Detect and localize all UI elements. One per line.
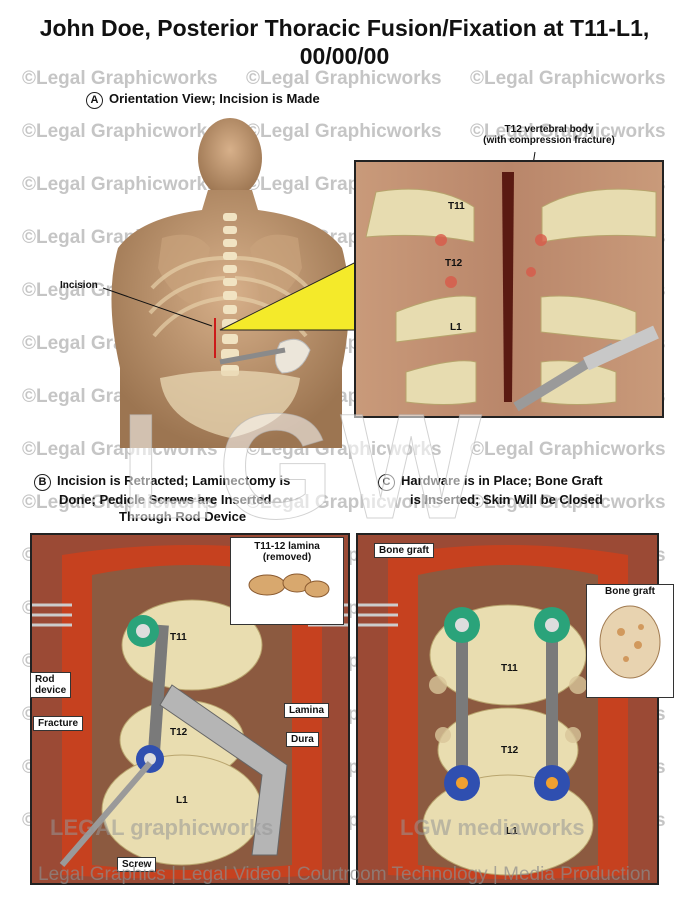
panel-b-l1: L1 — [176, 795, 188, 806]
t12-callout-line2: (with compression fracture) — [483, 135, 615, 146]
watermark-text: ©Legal Graphicworks — [470, 121, 666, 142]
panel-b-drawing — [32, 535, 348, 883]
section-b-line3: Through Rod Device — [119, 509, 247, 524]
section-c-line1: Hardware is in Place; Bone Graft — [401, 473, 603, 488]
t12-callout: T12 vertebral body (with compression fra… — [475, 124, 623, 146]
watermark-text: ©Legal Graphicworks — [22, 121, 218, 142]
section-a-heading: A Orientation View; Incision is Made — [86, 90, 320, 109]
panel-c-l1: L1 — [506, 826, 518, 837]
t12-callout-line1: T12 vertebral body — [504, 124, 594, 135]
page-title-line1: John Doe, Posterior Thoracic Fusion/Fixa… — [39, 15, 650, 41]
inset-spine-closeup — [354, 160, 664, 418]
inset-t12-label: T12 — [445, 258, 463, 269]
rod-device-line2: device — [35, 685, 67, 696]
watermark-text: ©Legal Graphicworks — [22, 492, 218, 513]
footer-watermark-right: LGW mediaworks — [400, 815, 585, 840]
fracture-label: Fracture — [33, 716, 84, 731]
bone-graft-inset-label: Bone graft — [605, 586, 655, 597]
section-c-line2: is Inserted; Skin Will be Closed — [410, 492, 603, 507]
lgw-watermark: LGW — [120, 382, 488, 551]
lamina-label: Lamina — [284, 703, 330, 718]
panel-b-surgery — [30, 533, 350, 885]
lamina-removed-line2: (removed) — [262, 552, 312, 563]
panel-b-t11: T11 — [170, 632, 187, 643]
bone-graft-label: Bone graft — [374, 543, 434, 558]
panel-b-t12: T12 — [170, 727, 188, 738]
section-a-title: Orientation View; Incision is Made — [109, 91, 320, 106]
panel-c-hardware — [356, 533, 659, 885]
rod-device-line1: Rod — [35, 674, 55, 685]
footer-watermark-left: LEGAL graphicworks — [50, 815, 274, 840]
watermark-text: ©Legal Graphicworks — [470, 492, 666, 513]
lamina-removed-inset: T11-12 lamina (removed) — [230, 537, 344, 625]
lamina-removed-line1: T11-12 lamina — [254, 541, 320, 552]
panel-c-t11: T11 — [501, 663, 518, 674]
inset-spine-drawing — [356, 162, 662, 416]
section-b-letter: B — [34, 474, 51, 491]
section-c-heading: C Hardware is in Place; Bone Graft is Ins… — [378, 472, 678, 508]
watermark-text: ©Legal Graphicworks — [22, 174, 218, 195]
bone-graft-sample — [599, 605, 661, 679]
watermark-text: ©Legal Graphicworks — [246, 121, 442, 142]
dura-label: Dura — [286, 732, 319, 747]
panel-c-t12: T12 — [501, 745, 519, 756]
section-b-line2: Done; Pedicle Screws are Inserted — [59, 492, 272, 507]
bone-graft-inset: Bone graft — [586, 584, 674, 698]
watermark-text: ©Legal Graphicworks — [246, 68, 442, 89]
watermark-text: ©Legal Graphicworks — [22, 68, 218, 89]
inset-l1-label: L1 — [450, 322, 462, 333]
inset-t11-label: T11 — [448, 201, 465, 212]
section-b-heading: B Incision is Retracted; Laminectomy is D… — [34, 472, 334, 525]
watermark-text: ©Legal Graphicworks — [470, 439, 666, 460]
section-a-letter: A — [86, 92, 103, 109]
rod-device-label: Rod device — [30, 672, 72, 698]
page-title-line2: 00/00/00 — [299, 43, 390, 69]
watermark-text: ©Legal Graphicworks — [470, 68, 666, 89]
incision-label: Incision — [60, 280, 98, 291]
footer-text: Legal Graphics | Legal Video | Courtroom… — [38, 864, 651, 885]
section-b-line1: Incision is Retracted; Laminectomy is — [57, 473, 291, 488]
watermark-text: ©Legal Graphicworks — [246, 492, 442, 513]
lamina-fragments — [248, 573, 330, 598]
section-c-letter: C — [378, 474, 395, 491]
screw-label: Screw — [117, 857, 157, 872]
panel-c-drawing — [358, 535, 657, 883]
